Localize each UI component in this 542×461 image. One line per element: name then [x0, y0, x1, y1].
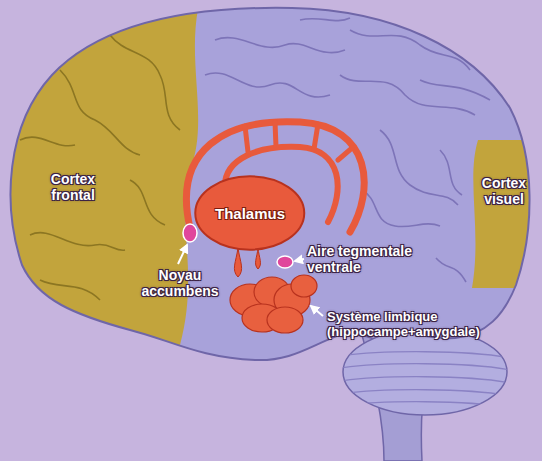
thalamus-drips-part	[234, 248, 241, 277]
cerebrum-part	[380, 130, 458, 205]
cerebrum-part	[436, 258, 466, 282]
cerebellum-part	[340, 402, 510, 408]
limbic-system	[230, 275, 317, 333]
frontal-gyri	[20, 35, 180, 300]
thalamus-node: Thalamus	[193, 174, 307, 252]
cerebrum-part	[340, 75, 475, 115]
cerebrum-part	[130, 180, 165, 225]
cerebellum-part	[340, 352, 510, 358]
limbic-system-part	[291, 275, 317, 297]
leader-arrows-part	[311, 306, 323, 316]
cerebrum-part	[300, 18, 350, 21]
region-label: Aire tegmentale ventrale	[307, 244, 429, 275]
cerebrum-part	[60, 70, 140, 155]
cerebellum-part	[340, 390, 510, 396]
cerebrum-part	[215, 38, 345, 53]
cerebrum-part	[350, 30, 470, 70]
structure-name: Thalamus	[215, 205, 285, 222]
cerebellum-part	[340, 377, 510, 383]
thalamus-drips-part	[256, 248, 261, 269]
region-label: Noyau accumbens	[135, 268, 225, 299]
region-label: Cortex frontal	[28, 172, 118, 203]
limbic-system-part	[267, 307, 303, 333]
thalamus-drips	[234, 248, 260, 277]
leader-arrows-part	[295, 259, 304, 261]
cerebrum-part	[362, 190, 440, 227]
cerebrum-part	[440, 150, 462, 195]
thalamus-ellipse	[195, 176, 304, 249]
cerebrum-part	[110, 35, 180, 130]
leader-arrows-part	[178, 245, 187, 264]
cerebrum-part	[30, 233, 125, 251]
reward-pathway-part	[245, 122, 352, 160]
region-label: Système limbique (hippocampe+amygdale)	[327, 310, 512, 339]
cerebrum-part	[205, 73, 330, 97]
cerebrum-part	[420, 80, 490, 100]
cerebellum	[340, 329, 510, 415]
cerebellum-part	[340, 364, 510, 370]
region-label: Cortex visuel	[474, 176, 534, 207]
cerebrum-part	[20, 137, 75, 146]
nucleus-dots-part	[277, 256, 293, 268]
visual-cortex	[472, 140, 542, 288]
cerebrum	[0, 0, 542, 360]
cerebrum-part	[11, 8, 530, 360]
nucleus-dots-part	[183, 224, 197, 242]
